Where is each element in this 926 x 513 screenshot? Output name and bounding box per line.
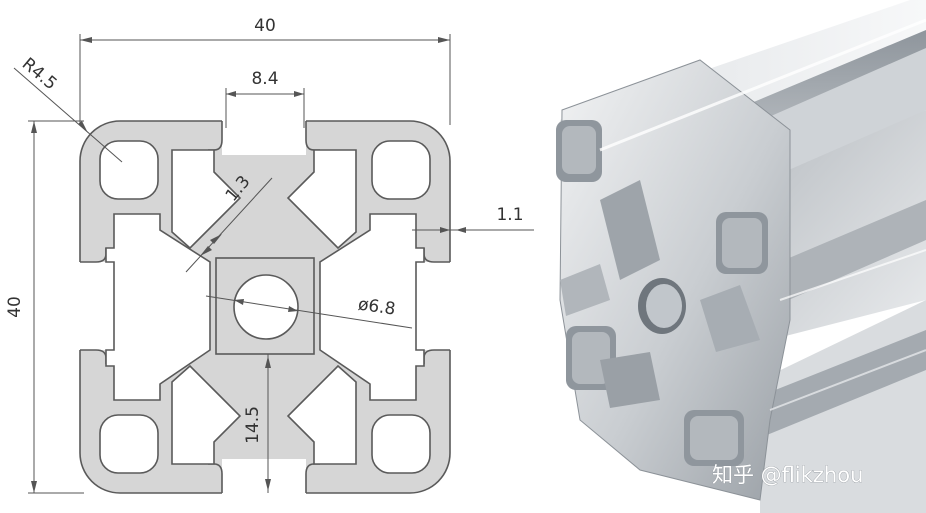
profile-section-drawing: 40 40 8.4 R4.5 1.3 [5,16,534,495]
dimension-radius-label: R4.5 [18,54,61,94]
dimension-core: 14.5 [243,354,271,493]
dimension-wall-label: 1.1 [496,205,523,225]
dimension-bore: ø6.8 [205,295,413,329]
profile-extrusion-photo: 知乎 @flikzhou [556,0,926,513]
dimension-core-label: 14.5 [243,406,263,444]
watermark-text: 知乎 @flikzhou [712,463,863,487]
profile-cross-section [78,119,452,495]
dimension-wall: 1.1 [412,205,534,233]
dimension-height: 40 [5,120,84,494]
dimension-height-label: 40 [5,296,25,318]
dimension-slot-label: 8.4 [251,69,278,89]
dimension-width: 40 [79,16,451,125]
dimension-width-label: 40 [254,16,276,36]
dimension-slot: 8.4 [225,69,305,128]
